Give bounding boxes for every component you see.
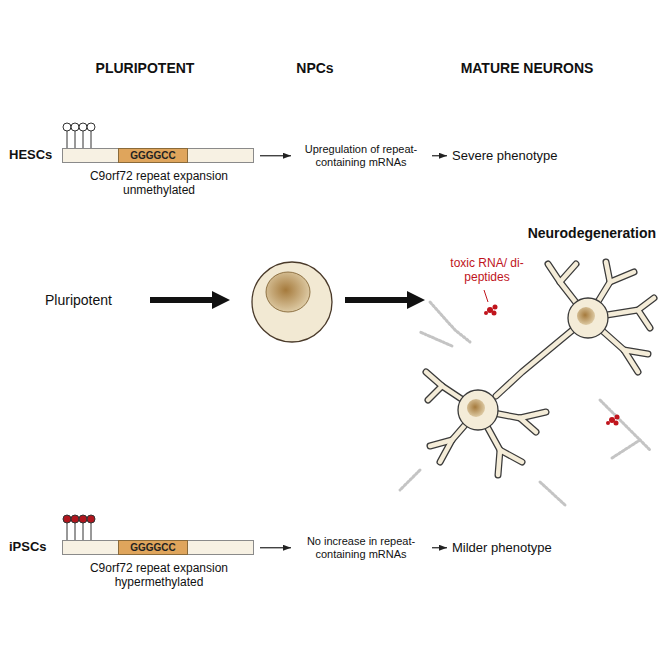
- methylated-cpg: [63, 515, 95, 540]
- cell-type-label: iPSCs: [9, 539, 47, 554]
- neurite: [638, 310, 650, 328]
- column-header: PLURIPOTENT: [96, 60, 195, 76]
- neurite: [496, 328, 575, 396]
- neurite: [428, 386, 442, 400]
- phenotype-text: Milder phenotype: [452, 540, 554, 555]
- repeat-box: GGGGCC: [118, 540, 188, 555]
- connector-arrow: [260, 547, 291, 548]
- neurite: [560, 264, 576, 282]
- neurite: [500, 450, 522, 462]
- connector-arrow: [432, 547, 447, 548]
- neurite: [610, 272, 634, 282]
- column-header: NPCs: [296, 60, 333, 76]
- gene-caption: C9orf72 repeat expansion unmethylated: [73, 169, 245, 197]
- outcome-text: No increase in repeat-containing mRNAs: [296, 535, 426, 561]
- neurite: [520, 418, 536, 432]
- unmethylated-cpg: [63, 123, 95, 148]
- bold-arrow: [345, 291, 425, 309]
- neuron-soma: [458, 390, 498, 430]
- phenotype-text: Milder phenotype: [452, 540, 554, 555]
- neurite: [428, 386, 442, 400]
- neurite: [500, 450, 522, 462]
- neurite: [560, 264, 576, 282]
- gene-caption: C9orf72 repeat expansion hypermethylated: [73, 561, 245, 589]
- repeat-sequence: GGGGCC: [119, 541, 187, 554]
- neurite: [638, 310, 650, 328]
- phenotype-text: Severe phenotype: [452, 148, 560, 163]
- gene-bar: HESCsC9orf72 repeat expansion unmethylat…: [62, 148, 254, 163]
- gene-bar: iPSCsC9orf72 repeat expansion hypermethy…: [62, 540, 254, 555]
- phenotype-text: Severe phenotype: [452, 148, 560, 163]
- leader-line: [484, 290, 488, 302]
- connector-arrow: [432, 155, 447, 156]
- connector-arrow: [260, 155, 291, 156]
- degenerating-neurites: [400, 302, 650, 505]
- outcome-text: Upregulation of repeat-containing mRNAs: [296, 143, 426, 169]
- neurite: [430, 440, 452, 446]
- column-header: MATURE NEURONS: [461, 60, 594, 76]
- repeat-box: GGGGCC: [118, 148, 188, 163]
- neurite: [496, 328, 575, 396]
- neuron-soma: [568, 298, 608, 338]
- process-heading: Neurodegeneration: [528, 225, 656, 241]
- neurons: [426, 262, 654, 475]
- repeat-sequence: GGGGCC: [119, 149, 187, 162]
- toxic-aggregate: [484, 305, 620, 426]
- outcome-text: No increase in repeat-containing mRNAs: [296, 535, 426, 561]
- npc-cell: [252, 262, 332, 342]
- cell-type-label: HESCs: [9, 147, 52, 162]
- annotation: toxic RNA/ di-peptides: [448, 256, 526, 284]
- neurite: [624, 350, 648, 354]
- outcome-text: Upregulation of repeat-containing mRNAs: [296, 143, 426, 169]
- neuron-nucleus: [577, 307, 595, 325]
- stage-label: Pluripotent: [45, 292, 112, 308]
- bold-arrow: [150, 291, 230, 309]
- neurite: [520, 418, 536, 432]
- neurite: [610, 272, 634, 282]
- neuron-nucleus: [467, 399, 485, 417]
